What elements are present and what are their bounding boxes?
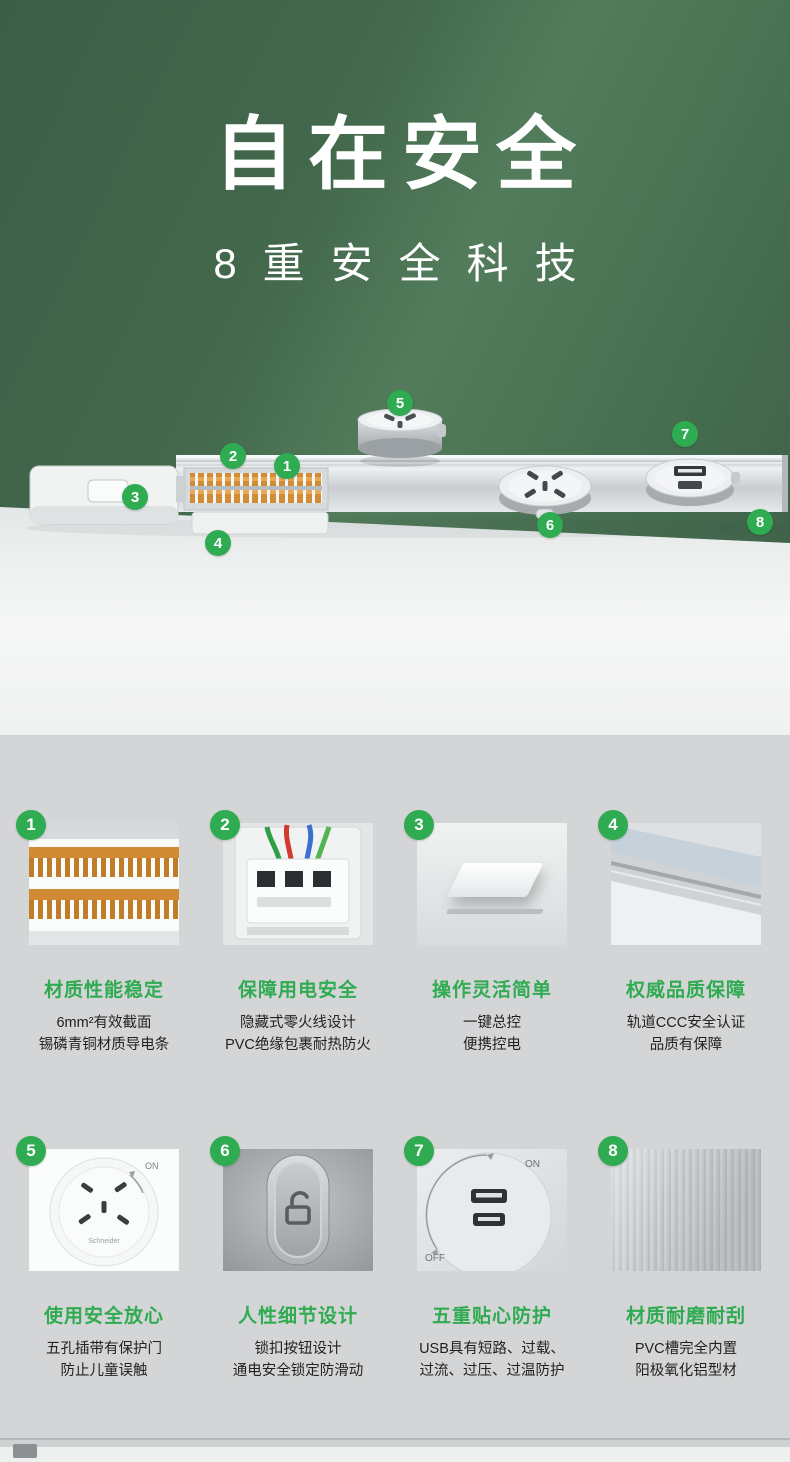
feature-image-5: ON Schneider 5 [16,1135,179,1271]
feature-title: 操作灵活简单 [431,980,552,1001]
lock-button-illustration [223,1148,373,1271]
feature-image-2: 2 [210,810,373,945]
feature-card-6: 6 人性细节设计 锁扣按钮设计 通电安全锁定防滑动 [206,1135,390,1383]
product-scene [0,360,790,575]
off-label: OFF [425,1253,445,1264]
feature-desc-line: 锁扣按钮设计 [254,1340,342,1357]
on-arrow-icon [487,1152,494,1160]
rail-edge [29,931,179,945]
on-arrow-icon [129,1170,135,1177]
feature-desc-line: 便携控电 [463,1037,521,1054]
switch-button-image [417,823,567,945]
next-section-detail [13,1444,37,1458]
five-hole-socket-module [498,465,592,520]
scene-badge-2: 2 [220,443,246,469]
feature-desc-line: 防止儿童误触 [60,1363,148,1380]
wiring-illustration [223,823,373,945]
feature-desc-line: 通电安全锁定防滑动 [232,1363,364,1380]
features-grid: 1 材质性能稳定 6mm²有效截面 锡磷青铜材质导电条 [0,735,790,1383]
feature-card-7: ON OFF 7 五重贴心防护 USB具有短路、过载、 过流、过压、过温防护 [400,1135,584,1383]
feature-card-4: 4 权威品质保障 轨道CCC安全认证 品质有保障 [594,810,778,1057]
feature-title: 保障用电安全 [237,980,358,1001]
feature-image-7: ON OFF 7 [404,1135,567,1271]
usb-socket-module [645,458,740,506]
feature-card-1: 1 材质性能稳定 6mm²有效截面 锡磷青铜材质导电条 [12,810,196,1057]
wiring-detail-image [223,823,373,945]
feature-image-4: 4 [598,810,761,945]
track-cover-piece [191,511,329,535]
feature-desc-line: 过流、过压、过温防护 [419,1363,565,1380]
feature-desc-line: 一键总控 [463,1015,521,1031]
feature-number-badge: 5 [16,1135,46,1166]
feature-card-8: 8 材质耐磨耐刮 PVC槽完全内置 阳极氧化铝型材 [594,1135,778,1383]
feature-desc-line: 五孔插带有保护门 [46,1340,162,1357]
feature-desc-line: USB具有短路、过载、 [419,1340,565,1357]
on-label: ON [525,1159,540,1170]
feature-desc-line: 阳极氧化铝型材 [635,1363,737,1380]
brushed-aluminium-image [611,1148,761,1271]
feature-card-3: 3 操作灵活简单 一键总控 便携控电 [400,810,584,1057]
hero-subtitle: 8重安全科技 [213,240,603,287]
scene-badge-5: 5 [387,390,413,416]
open-lock-icon [285,1190,311,1225]
on-label: ON [145,1161,159,1171]
track-profile-image [611,823,761,945]
brand-label: Schneider [88,1238,120,1245]
feature-number-badge: 3 [404,810,434,840]
feature-number-badge: 2 [210,810,240,840]
feature-image-6: 6 [210,1135,373,1271]
scene-badge-7: 7 [672,421,698,447]
feature-desc-line: 轨道CCC安全认证 [626,1015,746,1031]
round-socket-illustration: ON Schneider [29,1148,179,1271]
feature-desc-line: 隐藏式零火线设计 [240,1015,356,1031]
copper-contacts [183,467,329,511]
feature-title: 材质性能稳定 [43,980,164,1001]
feature-image-1: 1 [16,810,179,945]
track-profile-illustration [611,823,761,945]
wall-switch-module [29,465,186,525]
scene-badge-3: 3 [122,484,148,510]
feature-desc-line: PVC槽完全内置 [634,1340,738,1357]
feature-title: 权威品质保障 [625,980,746,1001]
off-arrow-icon [431,1248,438,1255]
features-section: 1 材质性能稳定 6mm²有效截面 锡磷青铜材质导电条 [0,735,790,1462]
feature-title: 人性细节设计 [237,1305,358,1327]
scene-badge-8: 8 [747,509,773,535]
scene-badge-1: 1 [274,453,300,479]
lifted-socket-module [357,408,446,467]
hero-title: 自在安全 [214,110,590,199]
rail-edge [29,823,179,839]
feature-number-badge: 8 [598,1135,628,1166]
scene-badge-6: 6 [537,512,563,538]
table-surface [0,507,790,735]
switch-button [446,863,544,897]
switch-slot [445,909,545,914]
feature-desc-line: 锡磷青铜材质导电条 [38,1037,170,1054]
copper-comb-row [29,847,179,877]
feature-desc-line: PVC绝缘包裹耐热防火 [225,1037,371,1054]
copper-strips-image [29,823,179,945]
feature-number-badge: 6 [210,1135,240,1166]
feature-desc-line: 品质有保障 [649,1037,723,1054]
copper-comb-row [29,889,179,919]
feature-card-5: ON Schneider 5 使用安全放心 五孔插带有保护门 防止儿童误触 [12,1135,196,1383]
feature-image-3: 3 [404,810,567,945]
feature-title: 材质耐磨耐刮 [625,1305,746,1327]
round-socket-image: ON Schneider [29,1148,179,1271]
product-track-illustration [25,408,790,538]
feature-title: 五重贴心防护 [431,1305,552,1327]
usb-ports-illustration: ON OFF [417,1148,567,1271]
usb-ports-image: ON OFF [417,1148,567,1271]
feature-number-badge: 4 [598,810,628,840]
next-section-preview [0,1438,790,1462]
feature-desc-line: 6mm²有效截面 [56,1015,152,1031]
feature-number-badge: 1 [16,810,46,840]
lock-button-image [223,1148,373,1271]
scene-badge-4: 4 [205,530,231,556]
feature-card-2: 2 保障用电安全 隐藏式零火线设计 PVC绝缘包裹耐热防火 [206,810,390,1057]
feature-title: 使用安全放心 [43,1305,164,1327]
feature-image-8: 8 [598,1135,761,1271]
feature-number-badge: 7 [404,1135,434,1166]
